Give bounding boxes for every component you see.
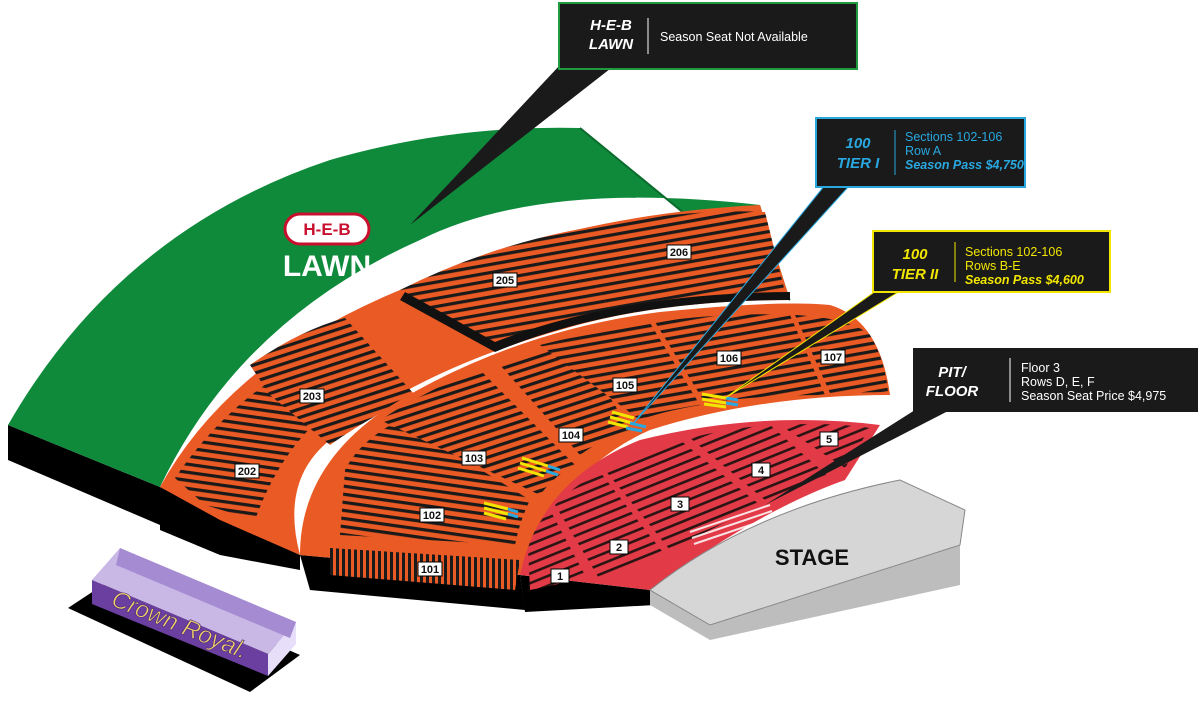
section-203[interactable] [250, 318, 415, 445]
building-roof [116, 548, 296, 638]
callout-lawn-title2: LAWN [589, 36, 634, 53]
tier-markers [483, 392, 739, 521]
lawn-base-black [8, 425, 160, 525]
svg-text:102: 102 [423, 510, 441, 522]
label-4: 4 [751, 462, 771, 478]
label-205: 205 [492, 272, 518, 288]
callout-tier2-title1: 100 [902, 246, 928, 263]
callout-lawn: H-E-B LAWN Season Seat Not Available [410, 2, 858, 225]
stage: STAGE [649, 479, 966, 640]
label-103: 103 [461, 450, 487, 466]
svg-text:2: 2 [616, 542, 622, 554]
lawn-surface [8, 127, 790, 487]
cross-aisle [400, 292, 790, 352]
stage-surface [649, 479, 966, 626]
label-107: 107 [820, 349, 846, 365]
callout-tier1-box [815, 117, 1026, 188]
building-front [92, 580, 268, 676]
label-1: 1 [550, 568, 570, 584]
pit-floor-3-highlight [689, 504, 775, 545]
callout-lawn-title1: H-E-B [590, 17, 632, 34]
svg-text:5: 5 [826, 434, 832, 446]
heb-logo-lawn: LAWN [283, 250, 371, 283]
tier2-marker-105 [607, 410, 635, 429]
heb-logo-badge [283, 212, 371, 246]
label-102: 102 [419, 507, 445, 523]
crown-royal-building: Crown Royal. [68, 548, 300, 692]
svg-text:202: 202 [238, 466, 256, 478]
upper-base-black [160, 487, 300, 570]
section-2[interactable] [555, 472, 665, 580]
callout-tier1-line2: Row A [905, 144, 942, 158]
svg-text:203: 203 [303, 391, 321, 403]
svg-text:205: 205 [496, 275, 514, 287]
tier1-marker-102 [507, 507, 519, 519]
lower-seating [300, 303, 890, 610]
label-202: 202 [234, 463, 260, 479]
label-2: 2 [609, 539, 629, 555]
section-105[interactable] [540, 323, 700, 420]
callout-tier1-line3: Season Pass $4,750 [905, 158, 1024, 172]
section-labels: 202 203 205 206 101 102 103 104 105 106 … [234, 244, 846, 584]
callout-lawn-pointer [410, 65, 615, 225]
label-203: 203 [299, 388, 325, 404]
callout-tier1-title2: TIER I [837, 155, 880, 172]
stage-label: STAGE [775, 545, 849, 570]
section-104[interactable] [500, 340, 630, 455]
upper-seating [160, 205, 790, 570]
tier2-marker-106 [701, 392, 727, 409]
svg-text:206: 206 [670, 247, 688, 259]
callout-tier1-line1: Sections 102-106 [905, 130, 1002, 144]
callout-pit-box [913, 348, 1198, 412]
svg-text:101: 101 [421, 564, 439, 576]
section-102[interactable] [340, 420, 530, 545]
heb-logo-brand: H-E-B [303, 220, 350, 239]
tier2-marker-102 [483, 501, 509, 521]
callout-pit-line1: Floor 3 [1021, 361, 1060, 375]
svg-text:105: 105 [616, 380, 634, 392]
heb-lawn-logo: H-E-B LAWN [283, 212, 371, 283]
tier2-marker-103 [517, 456, 549, 478]
section-1[interactable] [528, 510, 585, 590]
callout-pit-title1: PIT/ [938, 364, 967, 381]
svg-text:107: 107 [824, 352, 842, 364]
callout-lawn-text: Season Seat Not Available [660, 30, 808, 44]
callout-pit-line2: Rows D, E, F [1021, 375, 1095, 389]
callout-pit: PIT/ FLOOR Floor 3 Rows D, E, F Season S… [765, 348, 1198, 505]
svg-text:103: 103 [465, 453, 483, 465]
callout-pit-pointer [765, 410, 950, 505]
callout-tier1-title1: 100 [845, 135, 871, 152]
callout-tier2-line1: Sections 102-106 [965, 245, 1062, 259]
callout-tier2: 100 TIER II Sections 102-106 Rows B-E Se… [724, 230, 1111, 399]
label-101: 101 [417, 561, 443, 577]
callout-tier2-title2: TIER II [892, 266, 940, 283]
label-104: 104 [558, 427, 584, 443]
callout-pit-line3: Season Seat Price $4,975 [1021, 389, 1166, 403]
callout-tier1: 100 TIER I Sections 102-106 Row A Season… [631, 117, 1026, 426]
tier1-marker-106 [725, 396, 739, 407]
section-202[interactable] [175, 385, 330, 520]
section-206[interactable] [565, 211, 785, 310]
callout-tier2-box [872, 230, 1111, 293]
callout-pit-title2: FLOOR [926, 383, 979, 400]
svg-text:1: 1 [557, 571, 563, 583]
label-206: 206 [666, 244, 692, 260]
svg-text:104: 104 [562, 430, 581, 442]
callout-tier2-line3: Season Pass $4,600 [965, 273, 1084, 287]
svg-text:3: 3 [677, 499, 683, 511]
label-3: 3 [670, 496, 690, 512]
svg-text:106: 106 [720, 353, 738, 365]
label-105: 105 [612, 377, 638, 393]
callout-lawn-box [558, 2, 858, 70]
tier1-marker-103 [545, 464, 561, 477]
label-106: 106 [716, 350, 742, 366]
label-5: 5 [819, 431, 839, 447]
svg-text:4: 4 [758, 465, 765, 477]
callout-tier2-line2: Rows B-E [965, 259, 1021, 273]
